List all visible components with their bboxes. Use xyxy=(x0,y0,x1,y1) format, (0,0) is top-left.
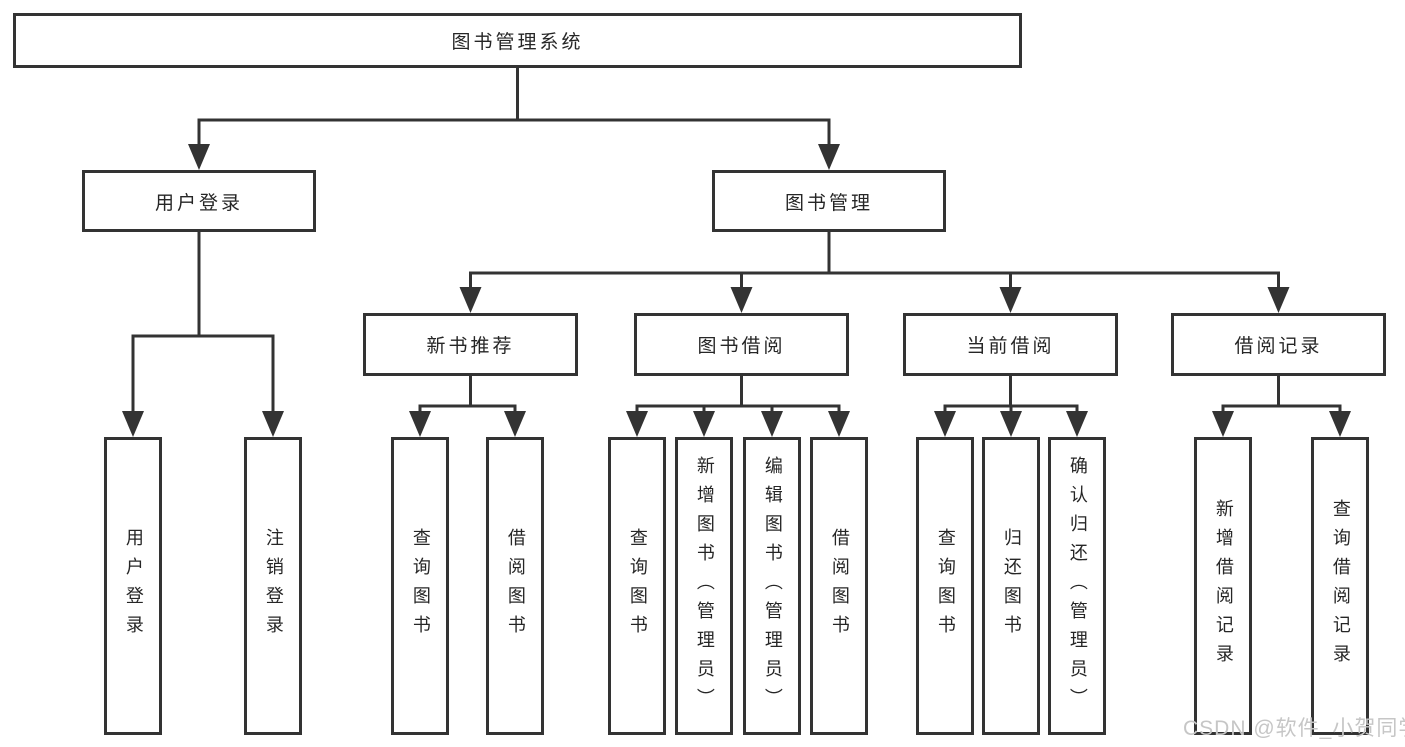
leaf-borrow-book-2: 借阅图书 xyxy=(810,437,868,735)
leaf-return-book: 归还图书 xyxy=(982,437,1040,735)
leaf-add-borrow-record: 新增借阅记录 xyxy=(1194,437,1252,735)
node-label: 编辑图书（管理员） xyxy=(762,455,783,717)
node-label: 注销登录 xyxy=(263,528,284,644)
node-root: 图书管理系统 xyxy=(13,13,1022,68)
leaf-edit-book-admin: 编辑图书（管理员） xyxy=(743,437,801,735)
node-label: 查询图书 xyxy=(627,528,648,644)
leaf-query-book-2: 查询图书 xyxy=(608,437,666,735)
node-label: 当前借阅 xyxy=(966,336,1055,357)
node-label: 借阅记录 xyxy=(1234,336,1323,357)
node-label: 图书管理系统 xyxy=(451,32,584,53)
leaf-add-book-admin: 新增图书（管理员） xyxy=(675,437,733,735)
leaf-logout-login: 注销登录 xyxy=(244,437,302,735)
node-label: 图书管理 xyxy=(784,192,873,214)
watermark: CSDN @软件_小贺同学 xyxy=(1183,717,1405,740)
node-user-login: 用户登录 xyxy=(82,170,316,232)
leaf-confirm-return-admin: 确认归还（管理员） xyxy=(1048,437,1106,735)
leaf-borrow-book-1: 借阅图书 xyxy=(486,437,544,735)
node-label: 查询图书 xyxy=(410,528,431,644)
node-current-borrow: 当前借阅 xyxy=(903,313,1118,376)
leaf-user-login: 用户登录 xyxy=(104,437,162,735)
node-new-book-recommend: 新书推荐 xyxy=(363,313,578,376)
node-borrow-record: 借阅记录 xyxy=(1171,313,1386,376)
node-label: 借阅图书 xyxy=(829,528,850,644)
node-label: 新增图书（管理员） xyxy=(694,455,715,717)
leaf-query-book-1: 查询图书 xyxy=(391,437,449,735)
node-label: 归还图书 xyxy=(1001,528,1022,644)
node-label: 新书推荐 xyxy=(426,336,515,357)
node-label: 查询图书 xyxy=(935,528,956,644)
node-label: 借阅图书 xyxy=(505,528,526,644)
node-book-management: 图书管理 xyxy=(712,170,946,232)
leaf-query-borrow-record: 查询借阅记录 xyxy=(1311,437,1369,735)
node-book-borrow: 图书借阅 xyxy=(634,313,849,376)
node-label: 用户登录 xyxy=(154,192,243,214)
leaf-query-book-3: 查询图书 xyxy=(916,437,974,735)
node-label: 图书借阅 xyxy=(697,336,786,357)
node-label: 新增借阅记录 xyxy=(1213,499,1234,673)
node-label: 用户登录 xyxy=(123,528,144,644)
node-label: 查询借阅记录 xyxy=(1330,499,1351,673)
node-label: 确认归还（管理员） xyxy=(1067,455,1088,717)
